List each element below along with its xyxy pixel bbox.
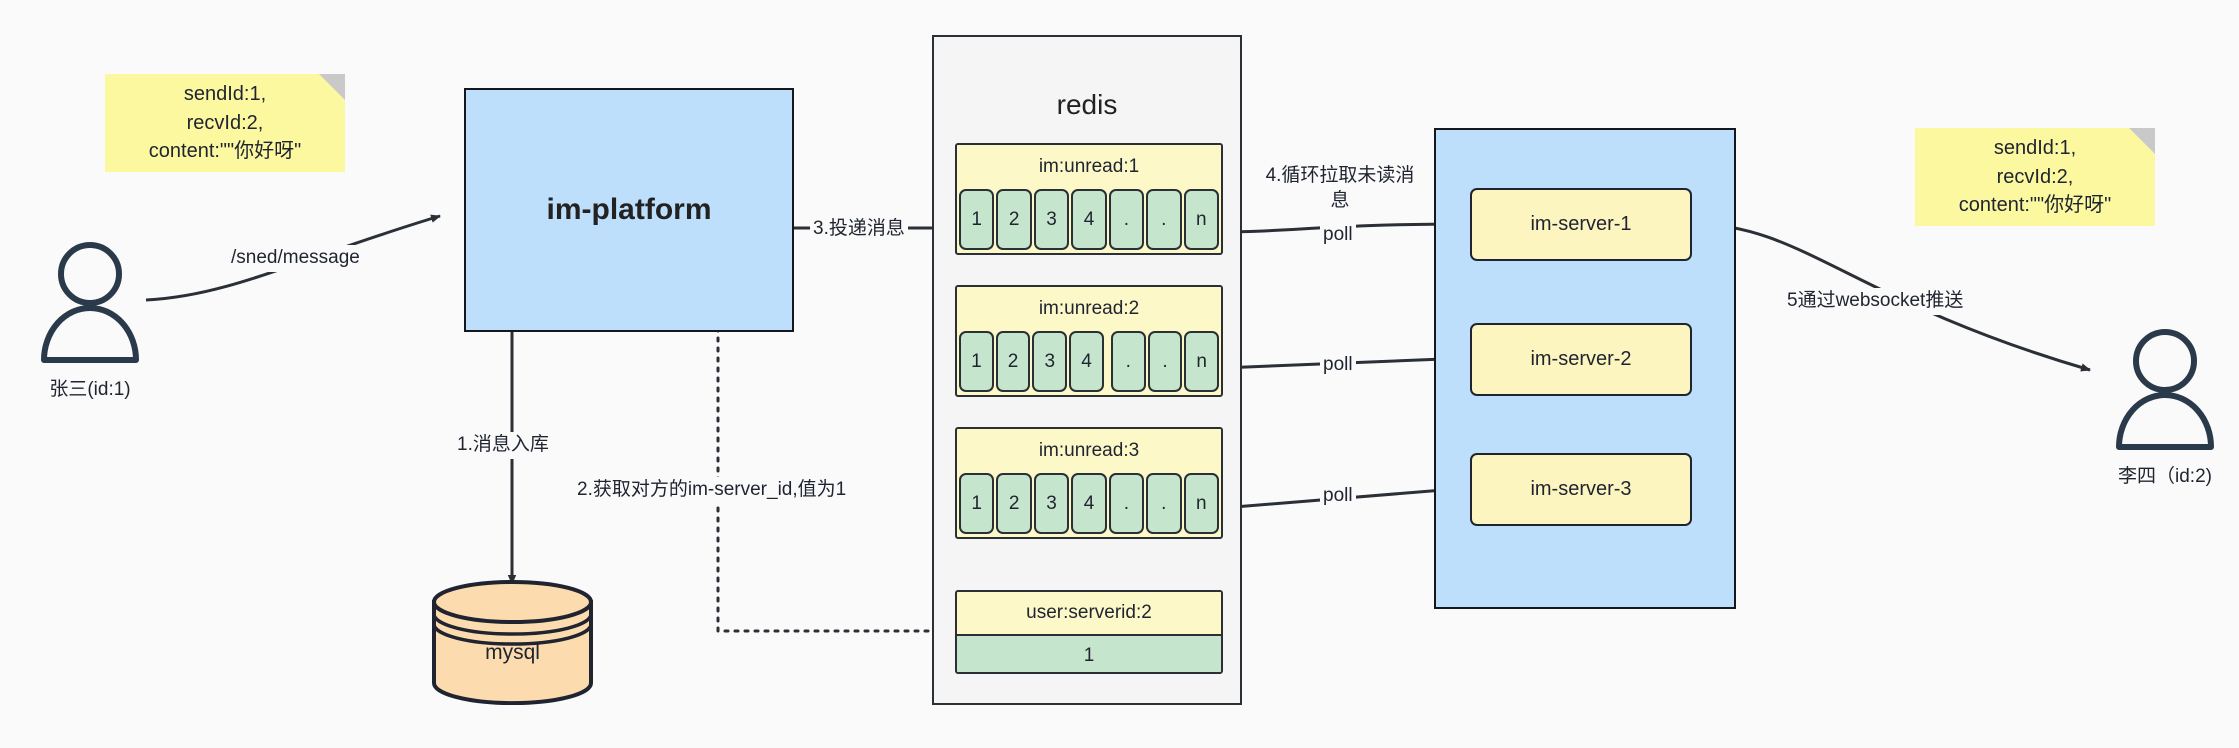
im-platform-box[interactable]: im-platform [464, 88, 794, 332]
redis-list-im-unread-1[interactable]: im:unread:1 1 2 3 4 . . n [955, 143, 1223, 255]
edge-label-step5: 5通过websocket推送 [1784, 288, 1967, 315]
actor-receiver-label: 李四（id:2) [2118, 466, 2212, 487]
list-cell[interactable]: 4 [1071, 473, 1107, 534]
user-icon [41, 242, 139, 363]
note-sender-payload: sendId:1, recvId:2, content:""你好呀" [105, 74, 345, 172]
list-cell[interactable]: n [1183, 189, 1219, 250]
redis-list-im-unread-2[interactable]: im:unread:2 1 2 3 4 . . n [955, 285, 1223, 397]
im-server-3-box[interactable]: im-server-3 [1470, 453, 1692, 526]
im-server-1-box[interactable]: im-server-1 [1470, 188, 1692, 261]
redis-list-cells-3: 1 2 3 4 . . n [957, 473, 1221, 537]
note-fold-corner [2129, 128, 2155, 154]
edge-label-step1: 1.消息入库 [454, 432, 552, 459]
list-cell[interactable]: . [1108, 473, 1145, 534]
im-platform-label: im-platform [546, 193, 712, 226]
list-cell[interactable]: 4 [1071, 189, 1107, 250]
list-cell[interactable]: 1 [959, 189, 995, 250]
list-cell[interactable]: 3 [1033, 473, 1070, 534]
mysql-database[interactable]: mysql [430, 580, 595, 705]
edge-label-send-message: /sned/message [228, 245, 363, 272]
redis-list-cells-1: 1 2 3 4 . . n [957, 189, 1221, 253]
redis-list-im-unread-3[interactable]: im:unread:3 1 2 3 4 . . n [955, 427, 1223, 539]
redis-title: redis [1056, 89, 1118, 120]
redis-list-cells-2: 1 2 3 4 . . n [957, 331, 1221, 395]
edge-label-step4: 4.循环拉取未读消 息 [1252, 163, 1428, 215]
list-cell[interactable]: n [1183, 473, 1219, 534]
redis-list-key-2: im:unread:2 [957, 287, 1221, 331]
list-cell[interactable]: 2 [996, 189, 1032, 250]
list-cell[interactable]: . [1146, 473, 1182, 534]
list-cell[interactable]: . [1110, 331, 1146, 392]
actor-sender [30, 238, 150, 368]
im-server-2-label: im-server-2 [1530, 348, 1632, 370]
edge-label-poll-2: poll [1320, 352, 1356, 379]
note-receiver-payload: sendId:1, recvId:2, content:""你好呀" [1915, 128, 2155, 226]
redis-list-key-3: im:unread:3 [957, 429, 1221, 473]
redis-kv-value[interactable]: 1 [957, 634, 1221, 672]
edge-label-poll-1: poll [1320, 222, 1356, 249]
actor-sender-label: 张三(id:1) [49, 379, 131, 400]
edge-label-poll-3: poll [1320, 483, 1356, 510]
redis-kv-user-serverid[interactable]: user:serverid:2 1 [955, 590, 1223, 674]
list-cell[interactable]: 1 [959, 331, 994, 392]
redis-kv-key: user:serverid:2 [957, 592, 1221, 634]
list-cell[interactable]: 1 [959, 473, 995, 534]
list-cell[interactable]: 3 [1032, 331, 1068, 392]
note-fold-corner [319, 74, 345, 100]
list-cell[interactable]: . [1108, 189, 1145, 250]
im-server-3-label: im-server-3 [1530, 478, 1632, 500]
mysql-label: mysql [485, 641, 540, 664]
redis-list-key-1: im:unread:1 [957, 145, 1221, 189]
list-cell[interactable]: . [1147, 331, 1183, 392]
list-cell[interactable]: 3 [1033, 189, 1070, 250]
list-cell[interactable]: n [1184, 331, 1220, 392]
list-cell[interactable]: 2 [996, 473, 1032, 534]
edge-label-step3: 3.投递消息 [810, 216, 908, 243]
im-server-1-label: im-server-1 [1530, 213, 1632, 235]
edge-label-step2: 2.获取对方的im-server_id,值为1 [574, 477, 850, 504]
note-receiver-text: sendId:1, recvId:2, content:""你好呀" [1958, 137, 2112, 217]
user-icon [2116, 329, 2214, 450]
im-server-2-box[interactable]: im-server-2 [1470, 323, 1692, 396]
database-cylinder-icon [432, 580, 593, 705]
actor-receiver [2105, 325, 2225, 455]
list-cell[interactable]: . [1146, 189, 1182, 250]
list-cell[interactable]: 2 [995, 331, 1031, 392]
list-cell[interactable]: 4 [1069, 331, 1104, 392]
note-sender-text: sendId:1, recvId:2, content:""你好呀" [148, 83, 302, 163]
